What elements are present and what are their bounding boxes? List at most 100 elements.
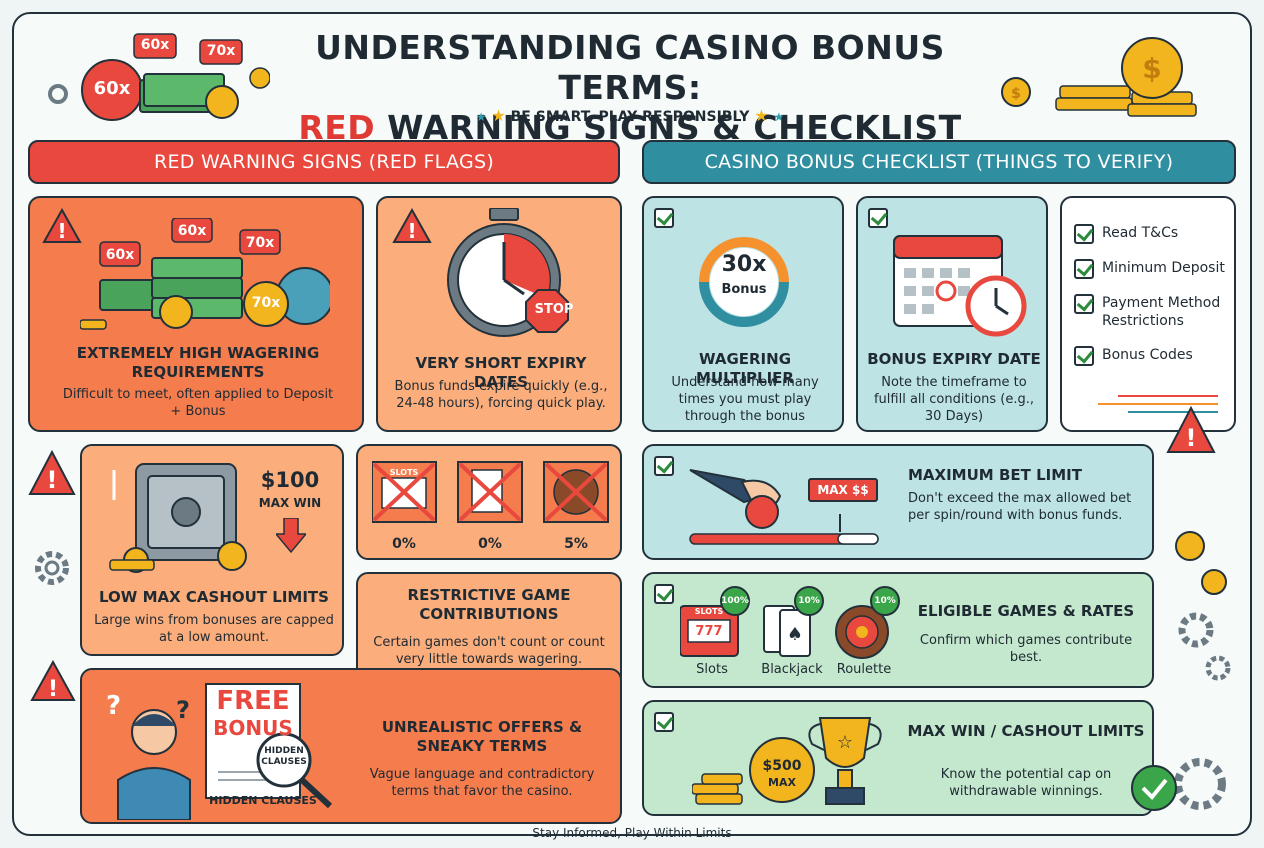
game-label: Blackjack — [761, 662, 823, 677]
red-flags-header: RED WARNING SIGNS (RED FLAGS) — [28, 140, 620, 184]
cards-restricted-icon — [457, 461, 523, 523]
warning-icon: ! — [1166, 406, 1216, 453]
card-desc: Confirm which games contribute best. — [919, 633, 1133, 665]
checkbox-icon — [1074, 294, 1094, 314]
tag-60x: 60x — [140, 37, 170, 53]
card-checklist: Read T&Cs Minimum Deposit Payment Method… — [1060, 196, 1236, 432]
svg-text:♠: ♠ — [787, 624, 803, 645]
checkbox-icon — [868, 208, 888, 228]
calendar-icon — [893, 235, 1027, 337]
svg-text:!: ! — [407, 219, 416, 243]
warning-icon: ! — [392, 208, 432, 243]
game-label: Slots — [696, 662, 728, 677]
free-text: FREE — [216, 686, 290, 716]
footer-text: Stay Informed, Play Within Limits — [532, 826, 732, 840]
max-bet-sign: MAX $$ — [808, 478, 878, 502]
card-max-bet: MAX $$ MAXIMUM BET LIMIT Don't exceed th… — [642, 444, 1154, 560]
cards-icon: ♠ — [763, 605, 811, 657]
warning-icon: ! — [28, 450, 76, 495]
max-win-amount: $100 — [260, 468, 320, 492]
right-coins-gears — [1175, 531, 1231, 681]
card-desc: Understand how many times you must play … — [671, 375, 819, 424]
bonus-text: BONUS — [213, 716, 293, 740]
coin-amount: $500 — [762, 758, 802, 774]
hand-chip-icon — [689, 469, 879, 545]
slot-reels-text: 777 — [695, 624, 723, 639]
checkbox-icon — [654, 208, 674, 228]
coin-icon — [1175, 531, 1205, 561]
rate-badge: 10% — [870, 586, 900, 616]
safe-icon — [109, 463, 247, 573]
header-deco-right: $ $ — [1001, 37, 1197, 117]
coin-icon — [1201, 569, 1227, 595]
svg-text:!: ! — [47, 466, 58, 494]
person-with-flyer-icon: ? ? — [106, 683, 333, 820]
gear-icon — [35, 551, 69, 585]
checkbox-icon — [654, 712, 674, 732]
max-win-label: MAX WIN — [258, 496, 322, 510]
card-desc: Large wins from bonuses are capped at a … — [94, 613, 334, 645]
card-bonus-expiry: BONUS EXPIRY DATE Note the timeframe to … — [856, 196, 1048, 432]
coin-label: MAX — [768, 776, 796, 789]
card-desc: Vague language and contradictory terms t… — [369, 767, 595, 799]
card-title: ELIGIBLE GAMES & RATES — [917, 602, 1135, 620]
gear-icon — [1178, 612, 1214, 648]
magnifier-icon — [256, 732, 312, 788]
page-title: UNDERSTANDING CASINO BONUS TERMS: RED WA… — [298, 28, 962, 147]
card-high-wagering: ! 60x 60x 70x 70x EXTREMELY HIGH WAGERIN… — [28, 196, 364, 432]
card-game-contrib-icons: SLOTS 0% 0% 5% — [356, 444, 622, 560]
card-max-win: ☆ $500 MAX MAX WIN / CASHOUT LIMITS Know… — [642, 700, 1154, 816]
svg-text:?: ? — [176, 696, 190, 724]
tagline: ★ ★ BE SMART, PLAY RESPONSIBLY ★ ★ — [475, 106, 785, 125]
card-title: WAGERING MULTIPLIER — [696, 350, 794, 387]
stop-sign-text: STOP — [534, 302, 574, 317]
svg-text:☆: ☆ — [837, 732, 853, 753]
svg-text:$: $ — [1142, 52, 1161, 85]
card-title: UNREALISTIC OFFERS & SNEAKY TERMS — [381, 718, 583, 755]
coin-icon — [1001, 77, 1031, 107]
trophy-icon: ☆ — [808, 717, 882, 805]
coin-icon — [1121, 37, 1183, 99]
checkbox-icon — [1074, 346, 1094, 366]
svg-text:?: ? — [106, 691, 121, 721]
list-item: Bonus Codes — [1074, 346, 1193, 366]
card-eligible-games: ♠ SLOTS 777 100% 10% 10% Slots Blackjack… — [642, 572, 1154, 688]
roulette-icon — [835, 605, 889, 659]
hidden-clauses-caption: HIDDEN CLAUSES — [209, 794, 317, 807]
contrib-pct: 5% — [564, 536, 588, 552]
coin-icon — [205, 85, 239, 119]
chip-60x: 60x — [93, 78, 131, 99]
restricted-games-icons — [372, 461, 609, 523]
svg-text:!: ! — [48, 677, 58, 702]
eligible-games-icons: ♠ — [680, 605, 889, 659]
checkbox-icon — [1074, 224, 1094, 244]
multiplier-value: 30x — [721, 252, 767, 277]
roulette-restricted-icon — [543, 461, 609, 523]
svg-text:!: ! — [57, 219, 66, 243]
warning-icon: ! — [42, 208, 82, 243]
card-title: RESTRICTIVE GAME CONTRIBUTIONS — [407, 586, 571, 623]
slots-restricted-icon — [372, 461, 437, 523]
card-title: MAX WIN / CASHOUT LIMITS — [907, 722, 1145, 740]
card-low-cashout: $100 MAX WIN LOW MAX CASHOUT LIMITS Larg… — [80, 444, 344, 656]
contrib-pct: 0% — [392, 536, 416, 552]
checkbox-icon — [654, 584, 674, 604]
card-desc: Don't exceed the max allowed bet per spi… — [908, 491, 1132, 523]
card-desc: Difficult to meet, often applied to Depo… — [62, 387, 334, 419]
card-unrealistic-offers: ? ? FREE BONUS HIDDEN CLAUSES HIDDEN CLA… — [80, 668, 622, 824]
arrow-down-icon — [276, 518, 306, 554]
card-short-expiry: ! STOP VERY SHORT EXPIRY DATES Bonus fun… — [376, 196, 622, 432]
card-title: MAXIMUM BET LIMIT — [908, 466, 1082, 484]
svg-text:!: ! — [1186, 424, 1197, 452]
checkbox-icon — [1074, 259, 1094, 279]
list-item: Read T&Cs — [1074, 224, 1178, 244]
card-wagering-multiplier: 30x Bonus WAGERING MULTIPLIER Understand… — [642, 196, 844, 432]
warning-icon: ! — [30, 660, 76, 702]
contrib-pct: 0% — [478, 536, 502, 552]
game-label: Roulette — [836, 662, 892, 677]
card-title: LOW MAX CASHOUT LIMITS — [99, 588, 329, 606]
card-desc: Know the potential cap on withdrawable w… — [940, 767, 1112, 799]
card-title: EXTREMELY HIGH WAGERING REQUIREMENTS — [76, 344, 320, 381]
cycle-arrows-icon — [699, 237, 789, 327]
stopwatch-icon — [447, 208, 569, 337]
